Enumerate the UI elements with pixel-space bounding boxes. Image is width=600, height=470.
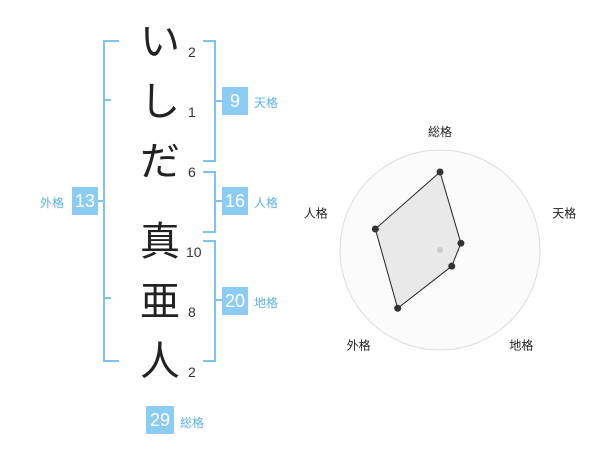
- soukaku-label: 総格: [180, 416, 205, 430]
- name-char-3: だ: [140, 139, 180, 185]
- radar-point-5: [371, 225, 379, 233]
- jinkaku-connector: [214, 200, 222, 202]
- stroke-count-1: 2: [188, 44, 196, 60]
- soukaku-value: 29: [146, 406, 174, 434]
- stroke-count-5: 8: [188, 304, 196, 320]
- stroke-count-6: 2: [188, 364, 196, 380]
- name-char-2: し: [140, 79, 180, 125]
- gaikaku-bracket-tick: [103, 297, 111, 299]
- radar-axis-label-1: 総格: [428, 124, 452, 139]
- tenkaku-label: 天格: [254, 96, 279, 110]
- stroke-count-2: 1: [188, 104, 196, 120]
- radar-center: [437, 247, 443, 253]
- radar-point-4: [394, 304, 402, 312]
- chikaku-label: 地格: [254, 296, 279, 310]
- jinkaku-label: 人格: [254, 196, 279, 210]
- gaikaku-bracket: [103, 40, 119, 362]
- gaikaku-connector: [98, 200, 105, 202]
- stroke-count-3: 6: [188, 164, 196, 180]
- jinkaku-value: 16: [222, 187, 248, 215]
- tenkaku-value: 9: [222, 87, 248, 115]
- radar-axis-label-3: 地格: [509, 337, 533, 352]
- radar-point-1: [436, 168, 444, 176]
- radar-point-2: [457, 239, 465, 247]
- name-char-5: 亜: [140, 279, 180, 325]
- gaikaku-label: 外格: [40, 196, 65, 210]
- gaikaku-value: 13: [72, 187, 98, 215]
- radar-axis-label-4: 外格: [347, 337, 371, 352]
- tenkaku-connector: [214, 100, 222, 102]
- chikaku-value: 20: [222, 287, 248, 315]
- chikaku-connector: [214, 299, 222, 301]
- stroke-count-4: 10: [186, 244, 202, 260]
- gaikaku-bracket-tick: [103, 99, 111, 101]
- name-char-6: 人: [140, 339, 180, 385]
- radar-axis-label-2: 天格: [552, 206, 576, 221]
- radar-area: [374, 171, 462, 310]
- radar-axis-label-5: 人格: [304, 206, 328, 221]
- name-char-1: い: [140, 19, 180, 65]
- chikaku-bracket: [203, 240, 216, 362]
- jinkaku-bracket: [203, 171, 216, 233]
- radar-point-3: [448, 262, 456, 270]
- name-char-4: 真: [140, 219, 180, 265]
